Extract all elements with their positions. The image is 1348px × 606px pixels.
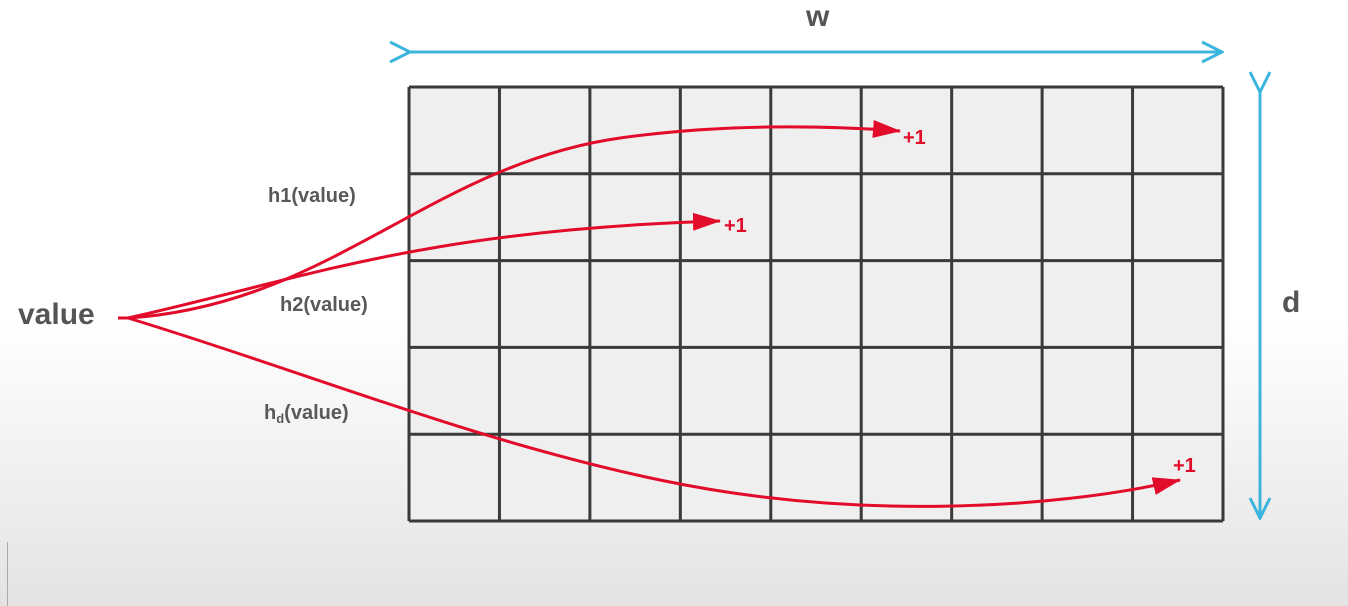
- hashd-label-base: h: [264, 402, 277, 424]
- increment-label-rowd: +1: [1173, 455, 1196, 477]
- sketch-grid: [407, 85, 1225, 523]
- increment-label-row1: +1: [903, 127, 926, 149]
- hashd-label-subscript: d: [276, 411, 285, 426]
- hashd-label-argument: (value): [284, 402, 349, 424]
- hashd-arrow: [127, 316, 1181, 508]
- hash2-label: h2(value): [280, 294, 368, 316]
- source-value-label: value: [18, 298, 95, 331]
- hash1-arrow: [127, 120, 901, 320]
- hash1-label: h1(value): [268, 185, 356, 207]
- sketch-grid-background: [409, 87, 1223, 521]
- depth-label: d: [1282, 286, 1301, 319]
- width-label: w: [806, 0, 830, 33]
- hash2-arrow: [127, 212, 721, 320]
- hashd-label: hd(value): [264, 402, 349, 426]
- text-cursor-mark: [7, 542, 8, 606]
- increment-label-row2: +1: [724, 215, 747, 237]
